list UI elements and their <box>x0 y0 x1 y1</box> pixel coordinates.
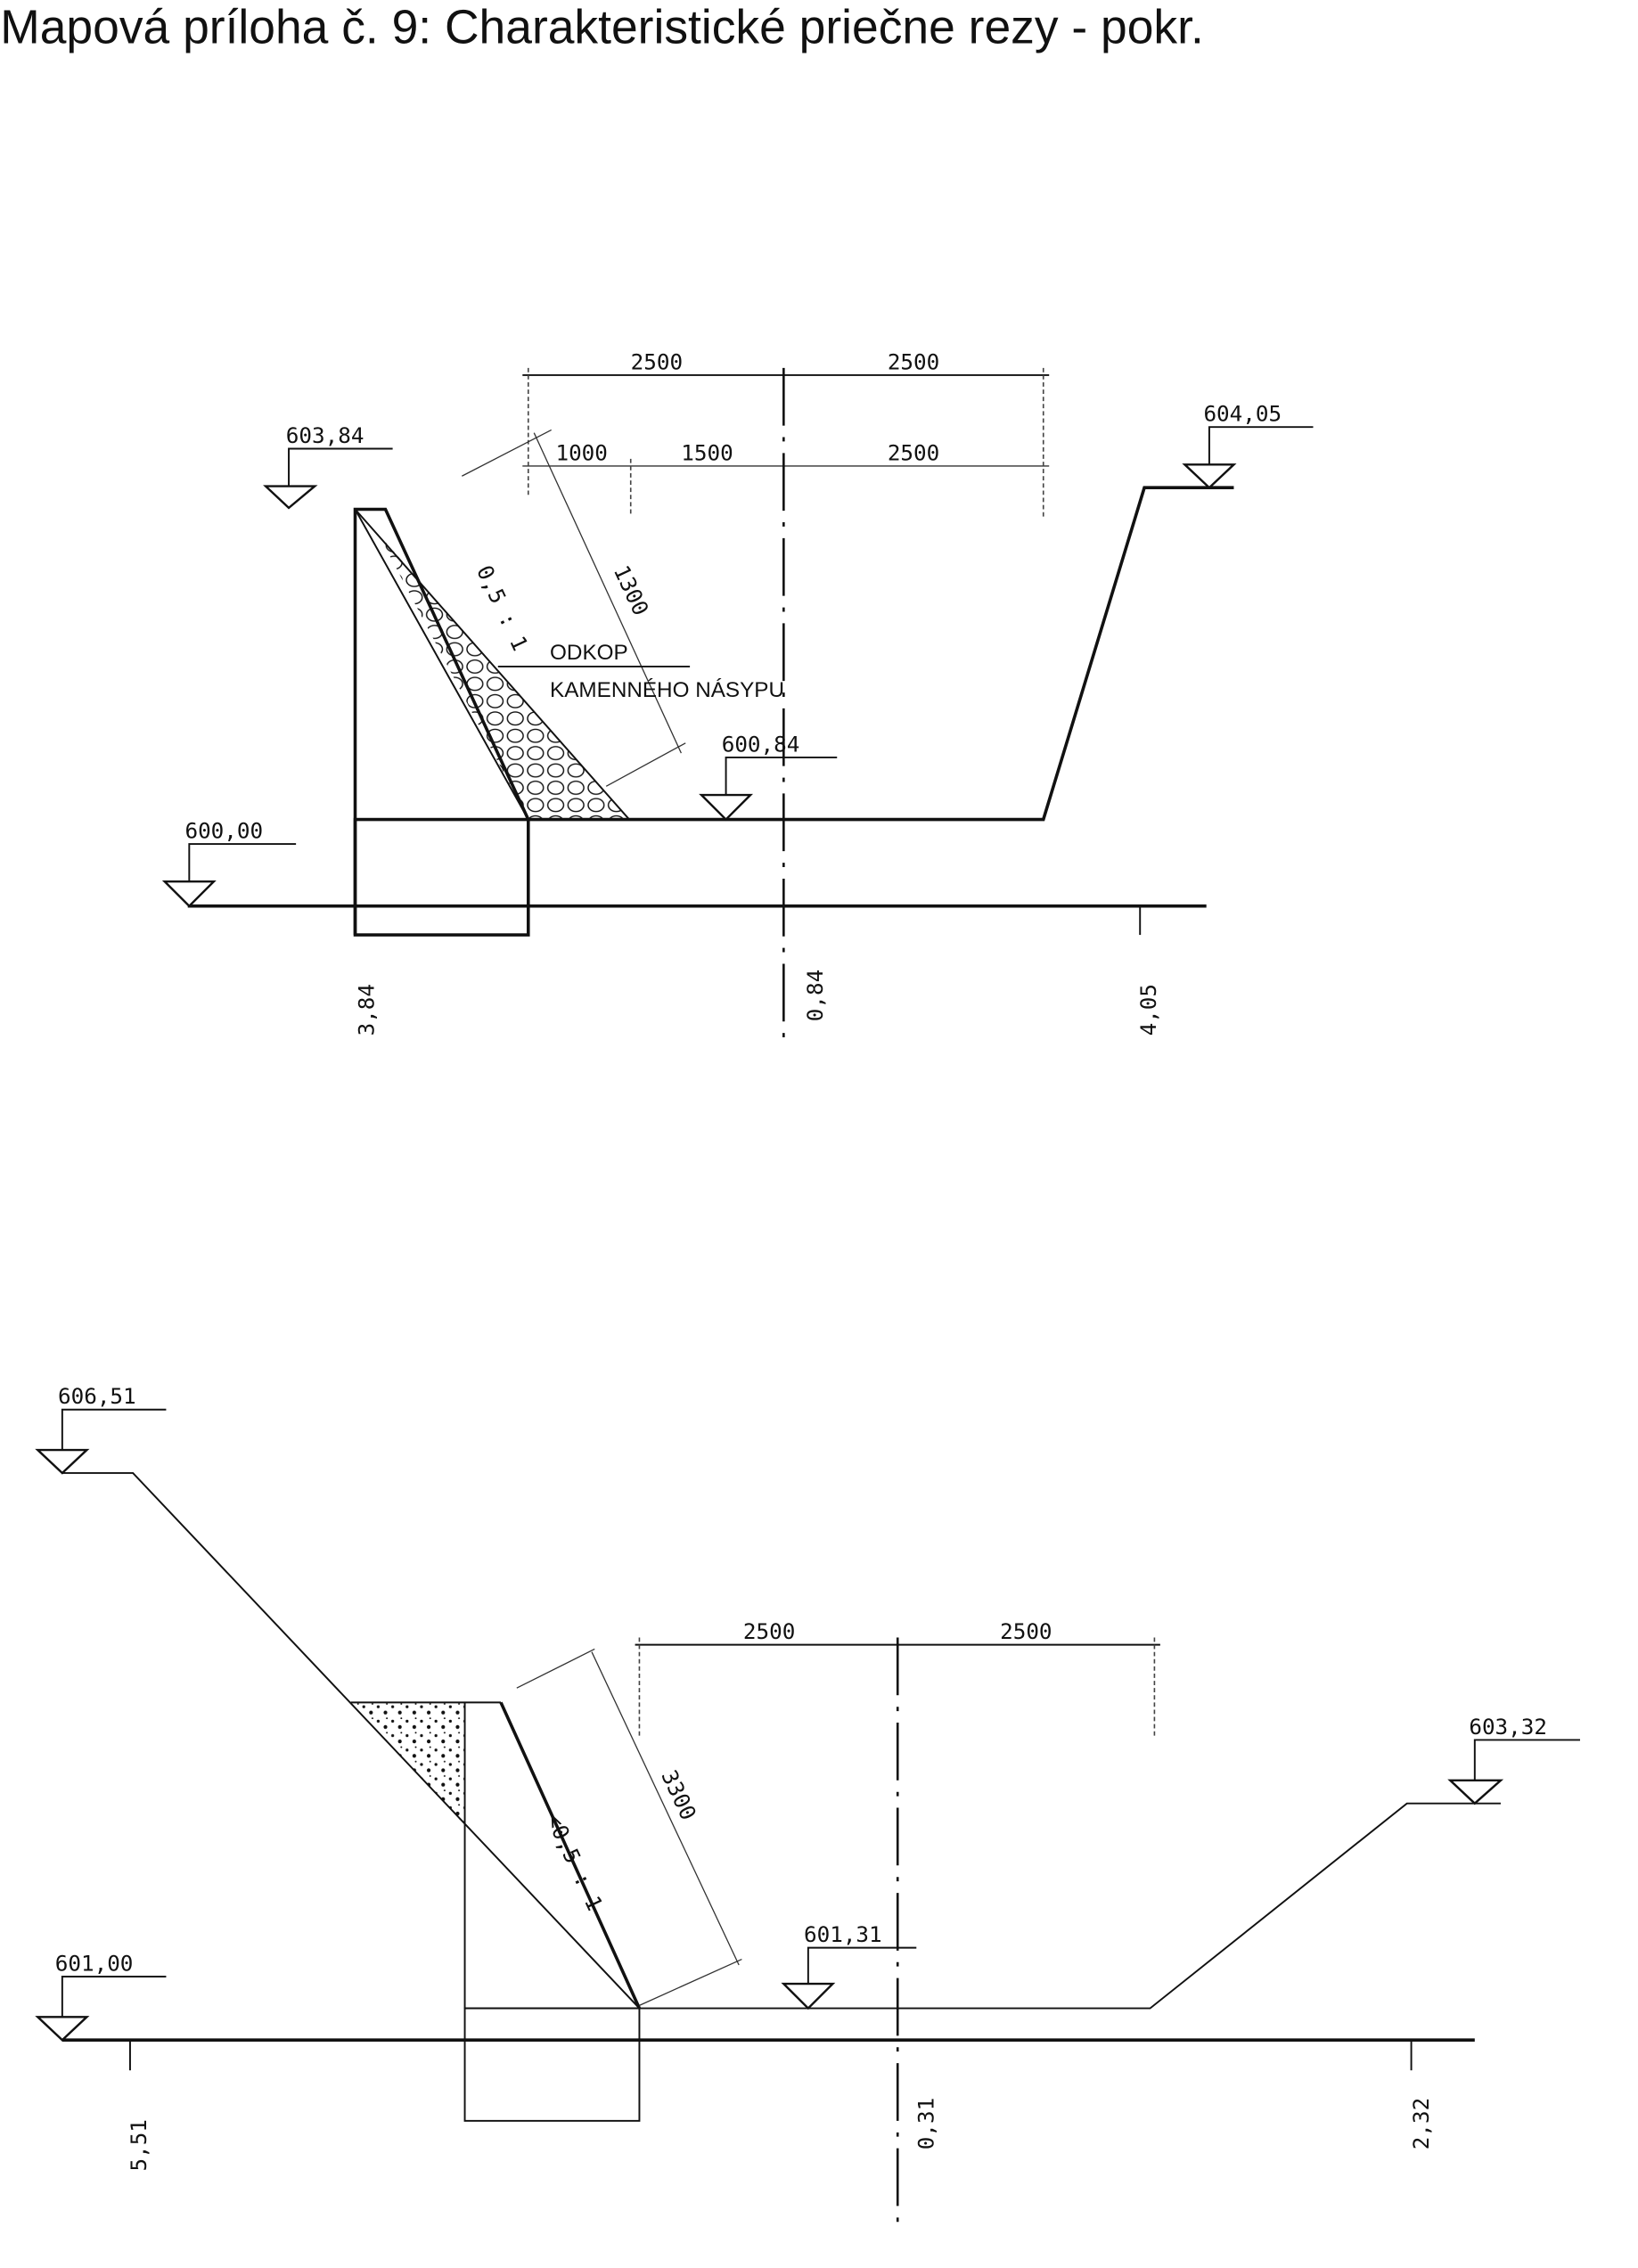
dimension-label: 2500 <box>743 1618 795 1644</box>
level-label: 606,51 <box>58 1383 136 1409</box>
level-marker-icon <box>263 485 318 510</box>
level-label: 600,84 <box>722 731 800 757</box>
dimension-label: 2500 <box>888 439 939 465</box>
channel-profile <box>464 1802 1501 2010</box>
level-marker-icon <box>161 880 217 908</box>
terrain-slope <box>61 1471 641 2010</box>
height-label: 3,84 <box>354 984 380 1036</box>
dimension-label: 2500 <box>631 348 683 374</box>
level-marker-icon <box>1182 463 1237 489</box>
wall-foundation <box>353 817 530 937</box>
height-label: 4,05 <box>1135 984 1161 1036</box>
cross-section-2: 2500 2500 3300 <0,5 : 1 606,51 603,32 60… <box>35 1383 1580 2230</box>
level-marker-icon <box>1447 1779 1504 1805</box>
dimension-label: 1500 <box>681 439 733 465</box>
level-label: 603,84 <box>286 422 364 448</box>
height-label: 5,51 <box>126 2119 152 2171</box>
slope-ratio-label: <0,5 : 1 <box>541 1809 609 1914</box>
dimension-label: 2500 <box>1000 1618 1052 1644</box>
retaining-wall <box>353 507 530 936</box>
level-marker-icon <box>699 793 754 822</box>
level-label: 601,31 <box>804 1921 882 1947</box>
channel-profile <box>528 486 1234 822</box>
dimension-label: 2500 <box>888 348 939 374</box>
level-marker-icon <box>781 1982 836 2010</box>
level-marker-icon <box>35 2016 90 2042</box>
level-label: 601,00 <box>55 1950 134 1976</box>
cross-section-1: 2500 2500 1000 1500 2500 1300 0,5 : 1 OD… <box>161 348 1314 1039</box>
page-title: Mapová príloha č. 9: Charakteristické pr… <box>0 2 1204 54</box>
level-label: 603,32 <box>1469 1714 1547 1740</box>
level-marker-icon <box>35 1448 90 1475</box>
slope-ratio-label: 0,5 : 1 <box>471 561 534 655</box>
retaining-wall <box>499 1701 642 2010</box>
dimension-label: 1000 <box>555 439 607 465</box>
note-label: KAMENNÉHO NÁSYPU <box>550 678 784 702</box>
height-label: 0,31 <box>913 2098 939 2149</box>
height-label: 0,84 <box>802 970 828 1021</box>
note-label: ODKOP <box>550 641 628 665</box>
level-label: 604,05 <box>1203 401 1282 427</box>
height-label: 2,32 <box>1408 2098 1434 2149</box>
wall-foundation <box>463 2007 641 2122</box>
slope-length-label: 3300 <box>656 1766 701 1824</box>
level-label: 600,00 <box>184 818 263 844</box>
